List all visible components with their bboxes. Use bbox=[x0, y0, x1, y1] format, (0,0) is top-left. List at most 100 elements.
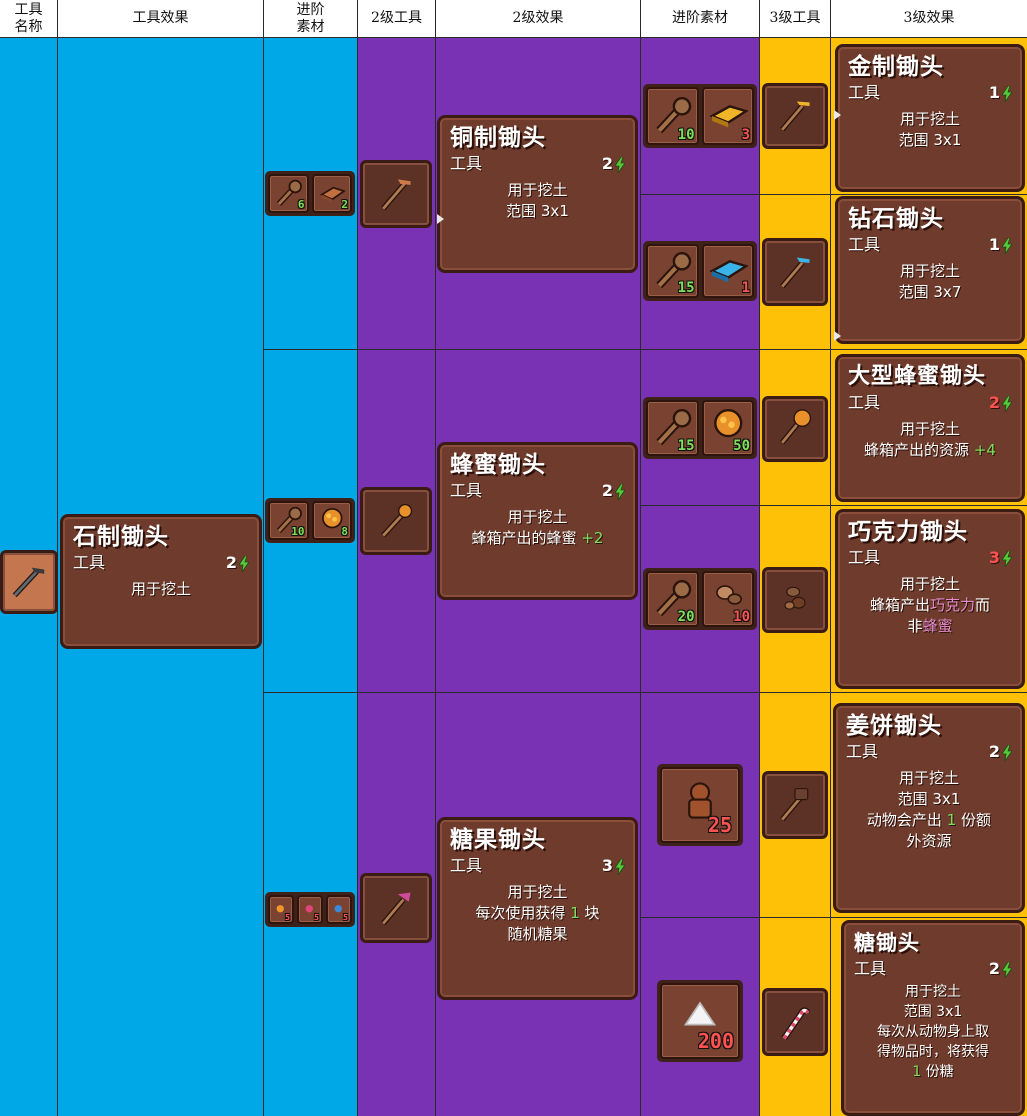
candy-hoe-slot[interactable] bbox=[360, 873, 432, 943]
header-tool3: 3级工具 bbox=[760, 0, 831, 38]
bonus-value: +4 bbox=[973, 441, 996, 459]
card-desc: 用于挖土 bbox=[507, 883, 568, 901]
sugar-icon: 200 bbox=[660, 983, 740, 1059]
card-title: 大型蜂蜜锄头 bbox=[848, 364, 987, 389]
material-qty: 10 bbox=[677, 127, 695, 143]
cocoa-icon: 10 bbox=[701, 571, 754, 627]
grid-line bbox=[830, 38, 831, 1116]
upgrade-materials: 6 2 bbox=[265, 171, 355, 216]
honey-hoe-icon bbox=[381, 503, 413, 538]
card-type: 工具 bbox=[450, 481, 483, 500]
stone-hoe-slot[interactable] bbox=[0, 550, 58, 614]
energy-bolt-icon bbox=[1002, 745, 1012, 761]
big-honey-hoe-slot[interactable] bbox=[762, 396, 828, 462]
card-type: 工具 bbox=[848, 548, 881, 567]
bonus-value: 1 bbox=[570, 904, 580, 922]
bonus-value: 1 bbox=[912, 1064, 922, 1080]
header-mat1: 进阶 素材 bbox=[264, 0, 358, 38]
big-honey-hoe-icon bbox=[780, 409, 812, 445]
grid-line bbox=[759, 38, 760, 1116]
energy-bolt-icon bbox=[615, 484, 625, 500]
honeycomb-icon: 50 bbox=[701, 400, 754, 456]
highlight-text: 巧克力 bbox=[929, 596, 975, 614]
card-desc: 外资源 bbox=[906, 832, 952, 850]
material-qty: 15 bbox=[677, 280, 695, 296]
handle-icon: 15 bbox=[646, 244, 699, 298]
gingerbread-hoe-slot[interactable] bbox=[762, 771, 828, 839]
card-desc: 范围 3x1 bbox=[903, 1004, 963, 1020]
upgrade-materials: 200 bbox=[657, 980, 743, 1062]
card-desc: 用于挖土 bbox=[507, 181, 568, 199]
card-title: 糖果锄头 bbox=[450, 827, 546, 853]
card-desc: 蜂箱产出 bbox=[869, 596, 930, 614]
header-effect3: 3级效果 bbox=[831, 0, 1027, 38]
honeycomb-icon: 8 bbox=[311, 501, 352, 540]
grid-line bbox=[640, 194, 1027, 195]
material-qty: 20 bbox=[677, 609, 695, 625]
header-mat2: 进阶素材 bbox=[641, 0, 760, 38]
card-desc: 范围 3x1 bbox=[506, 202, 569, 220]
energy-value: 2 bbox=[601, 154, 613, 173]
header-tool-effect: 工具效果 bbox=[58, 0, 264, 38]
upgrade-materials: 5 5 5 bbox=[265, 892, 355, 927]
gingerbread-hoe-icon bbox=[780, 788, 809, 822]
candy-hoe-icon bbox=[381, 892, 411, 926]
material-qty: 200 bbox=[697, 1029, 734, 1053]
handle-icon: 6 bbox=[268, 174, 309, 213]
upgrade-materials: 10 8 bbox=[265, 498, 355, 543]
candy-blue-icon: 5 bbox=[326, 895, 352, 924]
card-title: 钻石锄头 bbox=[848, 206, 944, 232]
card-type: 工具 bbox=[848, 235, 881, 254]
diamond-hoe-icon bbox=[780, 257, 810, 289]
sugar-hoe-slot[interactable] bbox=[762, 988, 828, 1056]
card-title: 巧克力锄头 bbox=[848, 519, 968, 545]
card-desc: 得物品时，将获得 bbox=[877, 1044, 989, 1060]
pointer-icon bbox=[834, 110, 841, 120]
card-desc: 非 bbox=[907, 617, 923, 635]
material-qty: 10 bbox=[733, 609, 750, 625]
candy-orange-icon: 5 bbox=[268, 895, 294, 924]
diamond-hoe-slot[interactable] bbox=[762, 238, 828, 306]
chocolate-hoe-slot[interactable] bbox=[762, 567, 828, 633]
card-title: 姜饼锄头 bbox=[846, 713, 942, 739]
copper-hoe-slot[interactable] bbox=[360, 160, 432, 228]
energy-bolt-icon bbox=[1002, 86, 1012, 102]
handle-icon: 15 bbox=[646, 400, 699, 456]
header-effect2: 2级效果 bbox=[436, 0, 641, 38]
energy-value: 2 bbox=[225, 553, 237, 572]
grid-line bbox=[263, 38, 264, 1116]
honey-hoe-slot[interactable] bbox=[360, 487, 432, 555]
energy-value: 1 bbox=[988, 83, 1000, 102]
card-desc: 每次从动物身上取 bbox=[877, 1024, 989, 1040]
material-qty: 15 bbox=[677, 438, 695, 454]
energy-value: 3 bbox=[988, 548, 1000, 567]
card-title: 金制锄头 bbox=[848, 54, 944, 80]
upgrade-materials: 25 bbox=[657, 764, 743, 846]
card-type: 工具 bbox=[73, 553, 106, 572]
energy-value: 2 bbox=[988, 742, 1000, 761]
card-desc: 块 bbox=[584, 904, 600, 922]
card-desc: 每次使用获得 bbox=[475, 904, 566, 922]
grid-line bbox=[357, 38, 358, 1116]
grid-line bbox=[640, 38, 641, 1116]
card-title: 石制锄头 bbox=[73, 524, 169, 550]
gold-hoe-slot[interactable] bbox=[762, 83, 828, 149]
card-desc: 用于挖土 bbox=[899, 575, 960, 593]
card-title: 糖锄头 bbox=[854, 931, 920, 955]
energy-bolt-icon bbox=[1002, 962, 1012, 978]
bonus-value: +2 bbox=[581, 529, 604, 547]
card-desc: 用于挖土 bbox=[507, 508, 568, 526]
card-type: 工具 bbox=[848, 393, 881, 412]
stone-hoe-icon bbox=[12, 567, 45, 598]
upgrade-materials: 15 50 bbox=[643, 397, 757, 459]
